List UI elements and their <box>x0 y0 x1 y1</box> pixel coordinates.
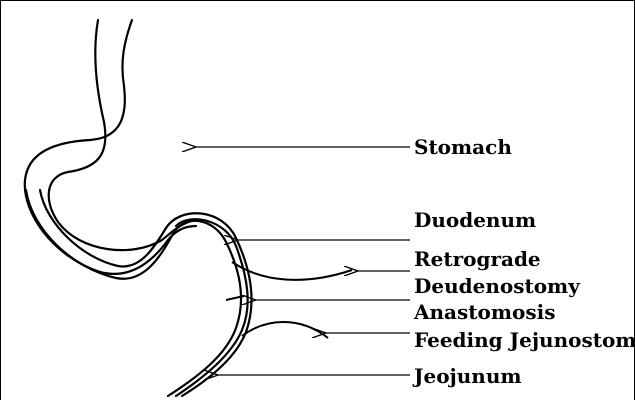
label-retrograde-line2: Deudenostomy <box>414 274 581 298</box>
label-jejunum: Jeojunum <box>412 364 522 388</box>
label-feeding-jejunostomy: Feeding Jejunostomy <box>414 328 635 352</box>
label-duodenum: Duodenum <box>414 208 536 232</box>
stomach-outline <box>25 20 252 396</box>
label-stomach: Stomach <box>414 135 512 159</box>
label-anastomosis: Anastomosis <box>413 300 555 324</box>
label-retrograde-line1: Retrograde <box>414 247 541 271</box>
feeding-tube <box>242 322 328 338</box>
